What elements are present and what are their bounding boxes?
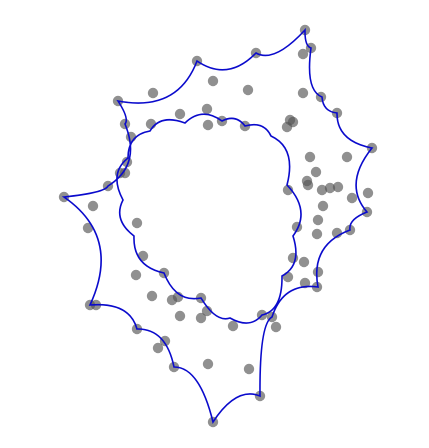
scatter-point: [202, 119, 214, 131]
scatter-point: [242, 84, 254, 96]
outer-boundary-curve: [61, 27, 374, 424]
scatter-point: [130, 269, 142, 281]
scatter-point: [332, 181, 344, 193]
scatter-point: [243, 363, 255, 375]
scatter-point: [312, 214, 324, 226]
scatter-point: [145, 118, 157, 130]
scatter-point: [302, 179, 314, 191]
scatter-point: [201, 103, 213, 115]
scatter-point: [131, 217, 143, 229]
scatter-point: [299, 277, 311, 289]
scatter-point: [316, 184, 328, 196]
scatter-points: [58, 24, 378, 428]
scatter-point: [297, 87, 309, 99]
scatter-point: [174, 310, 186, 322]
scatter-point: [147, 87, 159, 99]
scatter-point: [287, 116, 299, 128]
scatter-point: [282, 184, 294, 196]
scatter-point: [174, 108, 186, 120]
scatter-point: [317, 200, 329, 212]
scatter-point: [159, 335, 171, 347]
scatter-point: [341, 151, 353, 163]
scatter-point: [304, 151, 316, 163]
scatter-point: [202, 358, 214, 370]
scatter-point: [282, 271, 294, 283]
scatter-point: [207, 75, 219, 87]
scatter-point: [310, 166, 322, 178]
scatter-point: [82, 222, 94, 234]
scatter-point: [362, 187, 374, 199]
scatter-point: [297, 48, 309, 60]
scatter-point: [119, 167, 131, 179]
scatter-point: [146, 290, 158, 302]
scatter-point: [324, 182, 336, 194]
scatter-point: [125, 131, 137, 143]
scatter-point: [346, 192, 358, 204]
scatter-point: [298, 256, 310, 268]
scatter-point: [311, 228, 323, 240]
scatter-point: [227, 320, 239, 332]
inner-boundary-curve: [116, 113, 302, 324]
scatter-point: [87, 200, 99, 212]
scatter-point: [195, 312, 207, 324]
scatter-point: [201, 305, 213, 317]
scatter-point: [312, 266, 324, 278]
scatter-point: [152, 342, 164, 354]
scatter-point: [270, 321, 282, 333]
